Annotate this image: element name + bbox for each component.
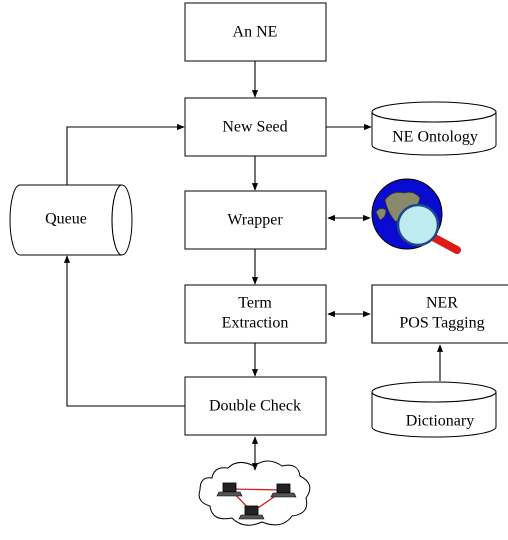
- arrow-queue-to-new-seed: [66, 123, 185, 185]
- wrapper-label: Wrapper: [227, 212, 283, 229]
- computer-icon: [238, 505, 265, 520]
- ne-ontology-node: NE Ontology: [371, 101, 497, 156]
- ne-ontology-label: NE Ontology: [392, 129, 478, 146]
- arrow-double-check-to-queue: [63, 255, 185, 407]
- double-check-label: Double Check: [209, 398, 301, 415]
- pos-tagging-label: POS Tagging: [399, 315, 484, 332]
- double-check-node: Double Check: [184, 376, 327, 436]
- ner-label: NER: [426, 295, 458, 312]
- an-ne-label: An NE: [233, 24, 278, 41]
- new-seed-label: New Seed: [222, 119, 287, 136]
- queue-label: Queue: [45, 211, 87, 228]
- term-extraction-node: Term Extraction: [184, 284, 327, 344]
- term-extraction-label-line2: Extraction: [222, 315, 289, 332]
- an-ne-node: An NE: [184, 2, 327, 62]
- globe-magnifier-icon: [371, 178, 461, 254]
- ner-pos-tagging-node: NER POS Tagging: [371, 284, 508, 344]
- dictionary-label: Dictionary: [406, 413, 474, 430]
- dictionary-node: Dictionary: [371, 381, 497, 438]
- queue-node: Queue: [9, 184, 133, 256]
- computer-icon: [270, 483, 297, 498]
- computer-icon: [216, 482, 243, 497]
- new-seed-node: New Seed: [184, 97, 327, 157]
- term-extraction-label-line1: Term: [238, 295, 272, 312]
- wrapper-node: Wrapper: [184, 190, 327, 250]
- network-cloud-icon: [198, 460, 311, 526]
